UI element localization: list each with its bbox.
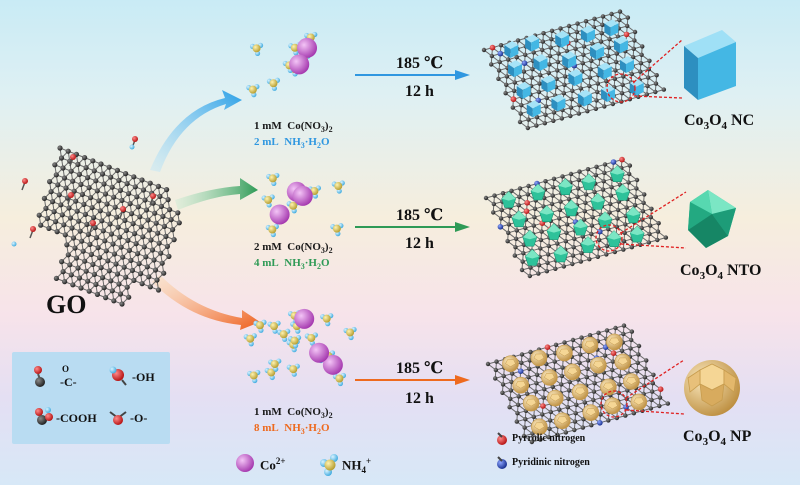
pyridinic-nitrogen-icon bbox=[497, 456, 507, 469]
zoom-guide-1 bbox=[606, 39, 683, 103]
go-label: GO bbox=[46, 290, 87, 319]
ammonium-ion-icon bbox=[320, 454, 338, 476]
pyrrolic-nitrogen-icon bbox=[497, 432, 507, 445]
route1-time: 12 h bbox=[405, 83, 434, 100]
process-arrow-3 bbox=[355, 375, 470, 385]
zoom-guide-2 bbox=[595, 191, 687, 252]
route1-temp: 185 ℃ bbox=[396, 55, 444, 72]
process-arrow-1 bbox=[355, 70, 470, 80]
route1-mm: 1 mM bbox=[254, 120, 282, 132]
epoxy-icon bbox=[109, 411, 127, 425]
route2-time: 12 h bbox=[405, 235, 434, 252]
route3-temp: 185 ℃ bbox=[396, 360, 444, 377]
octahedron-crystal-icon bbox=[688, 190, 736, 248]
route2-ml: 4 mL bbox=[254, 257, 279, 270]
product-nto-label: Co3O4 NTO bbox=[680, 262, 762, 283]
precursor-cluster-3 bbox=[243, 308, 357, 387]
route3-ml: 8 mL bbox=[254, 422, 279, 435]
carboxyl-label: -COOH bbox=[56, 411, 97, 425]
composite-sheet-nto bbox=[483, 156, 669, 279]
cobalt-ion-label: Co2+ bbox=[260, 456, 286, 473]
pyridinic-nitrogen-label: Pyridinic nitrogen bbox=[512, 457, 590, 468]
route3-mm: 1 mM bbox=[254, 406, 282, 418]
carbonyl-label: -C- bbox=[60, 375, 77, 389]
arrow-to-route3 bbox=[152, 275, 260, 330]
route2-temp: 185 ℃ bbox=[396, 207, 444, 224]
zoom-guide-3 bbox=[600, 359, 685, 418]
route1-ml: 2 mL bbox=[254, 136, 279, 149]
route3-conditions: 1 mM Co(NO3)2 8 mL NH3·H2O bbox=[254, 406, 333, 437]
carbonyl-icon bbox=[34, 366, 45, 387]
route3-time: 12 h bbox=[405, 390, 434, 407]
arrow-to-route1 bbox=[150, 90, 242, 172]
polyhedron-particle-icon bbox=[684, 360, 740, 416]
functional-group-legend: O -C- -OH -COOH -O- bbox=[12, 352, 170, 444]
route2-conditions: 2 mM Co(NO3)2 4 mL NH3·H2O bbox=[254, 241, 333, 272]
carboxyl-icon bbox=[35, 407, 53, 425]
pyrrolic-nitrogen-label: Pyrrolic nitrogen bbox=[512, 433, 586, 444]
product-nc-label: Co3O4 NC bbox=[684, 112, 755, 133]
hydroxyl-label: -OH bbox=[132, 370, 155, 384]
precursor-cluster-2 bbox=[261, 172, 345, 238]
cobalt-ion-icon bbox=[236, 454, 254, 472]
epoxy-label: -O- bbox=[130, 411, 148, 425]
route2-mm: 2 mM bbox=[254, 241, 282, 253]
cube-crystal-icon bbox=[684, 30, 736, 100]
composite-sheet-nc bbox=[481, 9, 667, 131]
precursor-cluster-1 bbox=[246, 31, 318, 98]
process-arrow-2 bbox=[355, 222, 470, 232]
ammonium-ion-label: NH4+ bbox=[342, 456, 372, 475]
legend-icons bbox=[34, 366, 127, 425]
hydroxyl-icon bbox=[109, 366, 127, 386]
carbonyl-o-label: O bbox=[62, 364, 70, 374]
graphene-oxide-sheet bbox=[11, 136, 182, 307]
product-np-label: Co3O4 NP bbox=[683, 428, 752, 449]
arrow-to-route2 bbox=[175, 178, 258, 210]
route1-conditions: 1 mM Co(NO3)2 2 mL NH3·H2O bbox=[254, 120, 333, 151]
composite-sheet-np bbox=[485, 323, 671, 445]
